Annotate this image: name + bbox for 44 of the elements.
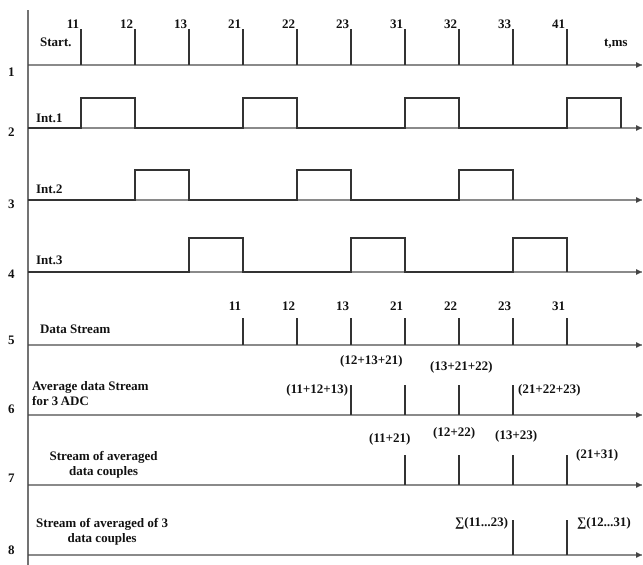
- formula-label: (21+31): [576, 446, 618, 461]
- tick-value: 22: [444, 298, 457, 313]
- signal-label: Stream of averaged data couples: [48, 448, 159, 478]
- signal-label: Int.2: [36, 181, 62, 196]
- tick-value: 13: [336, 298, 349, 313]
- formula-label: ∑(11...23): [455, 514, 508, 529]
- axis-unit-label: t,ms: [604, 34, 628, 49]
- signal-label: Int.3: [36, 252, 62, 267]
- row-number: 4: [8, 266, 14, 281]
- formula-label: (13+23): [495, 427, 538, 442]
- formula-label: (12+22): [433, 424, 476, 439]
- signal-label: Start.: [40, 34, 72, 49]
- formula-label: (13+21+22): [430, 358, 492, 373]
- row-number: 1: [8, 64, 14, 79]
- tick-value: 11: [228, 298, 241, 313]
- tick-value: 31: [552, 298, 565, 313]
- tick-value: 32: [444, 16, 457, 31]
- formula-label: (12+13+21): [340, 352, 402, 367]
- tick-value: 23: [336, 16, 349, 31]
- tick-value: 22: [282, 16, 295, 31]
- signal-label: Average data Stream for 3 ADC: [32, 378, 150, 408]
- tick-value: 13: [174, 16, 187, 31]
- row-number: 3: [8, 196, 14, 211]
- row-number: 8: [8, 542, 14, 557]
- tick-value: 11: [66, 16, 79, 31]
- row-number: 6: [8, 401, 14, 416]
- tick-value: 33: [498, 16, 511, 31]
- formula-label: (11+12+13): [286, 381, 348, 396]
- tick-value: 12: [120, 16, 133, 31]
- signal-label: Data Stream: [40, 321, 110, 336]
- formula-label: ∑(12...31): [577, 514, 631, 529]
- tick-value: 21: [228, 16, 241, 31]
- formula-label: (21+22+23): [518, 381, 580, 396]
- row-number: 7: [8, 470, 14, 485]
- tick-value: 12: [282, 298, 295, 313]
- tick-value: 31: [390, 16, 403, 31]
- tick-value: 41: [552, 16, 565, 31]
- tick-value: 21: [390, 298, 403, 313]
- signal-label: Stream of averaged of 3 data couples: [35, 515, 169, 545]
- tick-value: 23: [498, 298, 511, 313]
- signal-label: Int.1: [36, 110, 62, 125]
- row-number: 2: [8, 124, 14, 139]
- formula-label: (11+21): [369, 430, 410, 445]
- row-number: 5: [8, 332, 14, 347]
